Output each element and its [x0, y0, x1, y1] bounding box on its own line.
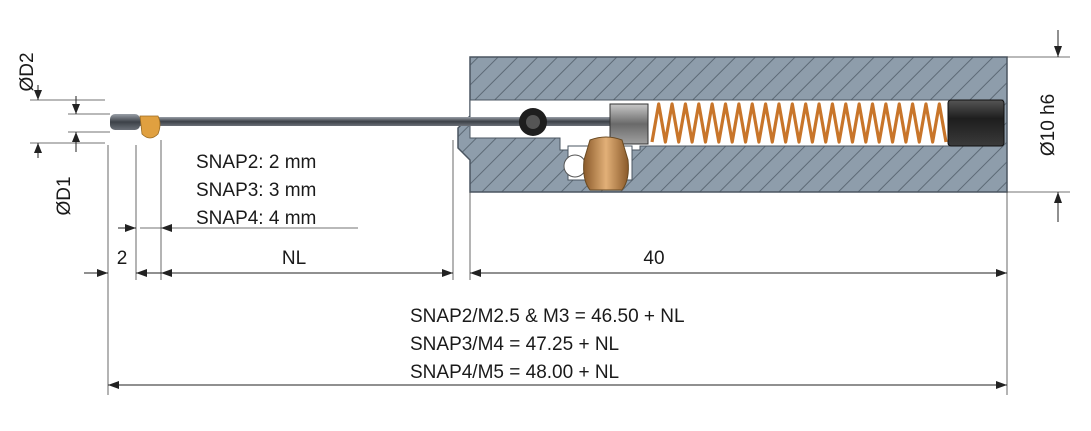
sleeve	[609, 103, 649, 145]
spring	[650, 102, 948, 144]
end-plug	[947, 99, 1005, 147]
formula-list: SNAP2/M2.5 & M3 = 46.50 + NL SNAP3/M4 = …	[410, 306, 685, 383]
snap-item: SNAP4: 4 mm	[196, 208, 316, 229]
label-d10: Ø10 h6	[1038, 94, 1059, 156]
dimension-row	[84, 224, 1007, 277]
snap-item: SNAP3: 3 mm	[196, 180, 316, 201]
spring-coil	[650, 102, 948, 144]
extension-lines	[107, 140, 1008, 395]
formula-line: SNAP4/M5 = 48.00 + NL	[410, 362, 619, 383]
dim-40: 40	[643, 248, 664, 269]
detent-screw	[563, 136, 629, 191]
label-d1: ØD1	[54, 176, 75, 215]
total-length-dim	[108, 381, 1007, 389]
snap-list: SNAP2: 2 mm SNAP3: 3 mm SNAP4: 4 mm	[140, 152, 358, 229]
pin	[110, 108, 638, 139]
dim-nl: NL	[282, 248, 306, 269]
dim-2: 2	[117, 248, 128, 269]
diameter-dim-right	[1007, 30, 1070, 222]
tip-collar	[139, 115, 161, 139]
formula-line: SNAP3/M4 = 47.25 + NL	[410, 334, 619, 355]
label-d2: ØD2	[17, 52, 38, 91]
diameter-dims-left	[30, 85, 110, 158]
formula-line: SNAP2/M2.5 & M3 = 46.50 + NL	[410, 306, 685, 327]
snap-item: SNAP2: 2 mm	[196, 152, 316, 173]
